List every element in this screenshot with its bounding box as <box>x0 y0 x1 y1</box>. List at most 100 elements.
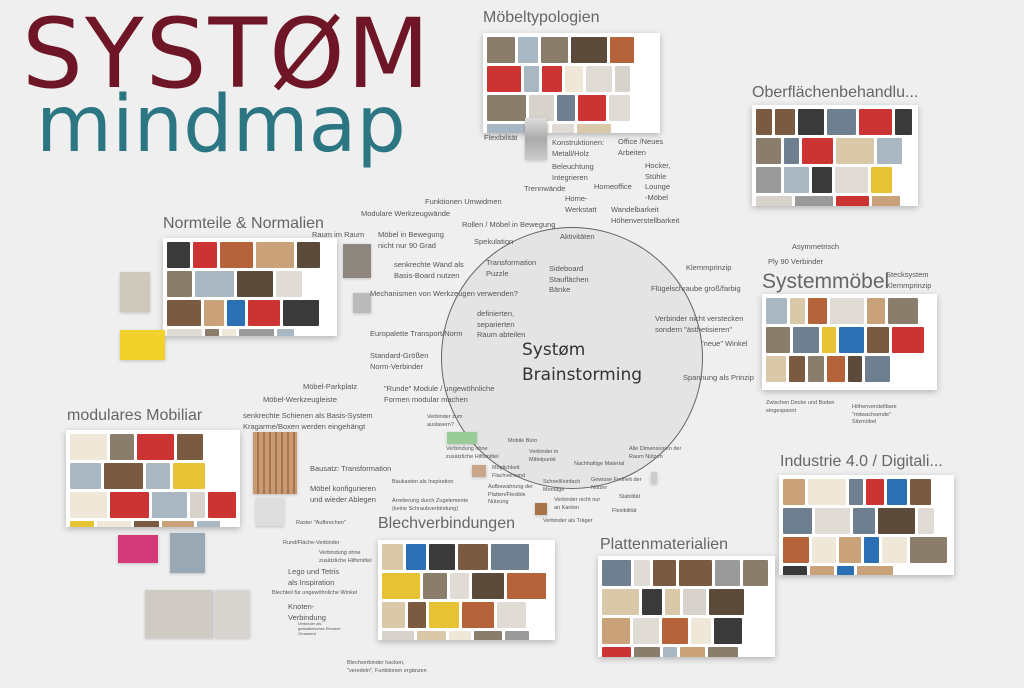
image-thumbnail[interactable] <box>867 327 889 353</box>
image-thumbnail[interactable] <box>542 66 562 92</box>
note[interactable]: Möbel konfigurieren und wieder Ablegen <box>310 484 376 504</box>
note[interactable]: "Runde" Module / ungewöhnliche Formen mo… <box>384 384 495 404</box>
image-thumbnail[interactable] <box>783 537 809 563</box>
image-thumbnail[interactable] <box>836 196 869 206</box>
image-board-plattenmaterialien[interactable] <box>598 556 775 657</box>
image-thumbnail[interactable] <box>586 66 612 92</box>
image-thumbnail[interactable] <box>662 618 688 644</box>
image-thumbnail[interactable] <box>423 573 447 599</box>
image-thumbnail[interactable] <box>193 242 217 268</box>
image-thumbnail[interactable] <box>227 300 245 326</box>
image-thumbnail[interactable] <box>190 492 205 518</box>
note[interactable]: Verbinder zum auslasern? <box>427 414 463 428</box>
note[interactable]: Klemmprinzip <box>686 263 732 272</box>
note[interactable]: Möbel-Werkzeugleiste <box>263 395 338 404</box>
image-thumbnail[interactable] <box>297 242 320 268</box>
image-thumbnail[interactable] <box>835 167 868 193</box>
image-thumbnail[interactable] <box>810 566 834 575</box>
image-thumbnail[interactable] <box>524 66 539 92</box>
image-thumbnail[interactable] <box>892 327 924 353</box>
image-thumbnail[interactable] <box>220 242 253 268</box>
image-thumbnail[interactable] <box>204 300 224 326</box>
image-thumbnail[interactable] <box>609 95 630 121</box>
image-thumbnail[interactable] <box>497 602 526 628</box>
heading-oberflaechen[interactable]: Oberflächenbehandlu... <box>752 84 919 101</box>
note[interactable]: Verbindung ohne zusätzliche Hilfsmittel <box>446 446 499 460</box>
image-thumbnail[interactable] <box>793 327 819 353</box>
image-thumbnail[interactable] <box>167 300 201 326</box>
image-thumbnail[interactable] <box>70 434 107 460</box>
image-thumbnail[interactable] <box>615 66 630 92</box>
image-thumbnail[interactable] <box>239 329 274 336</box>
image-thumbnail[interactable] <box>382 602 405 628</box>
image-thumbnail[interactable] <box>610 37 634 63</box>
image-thumbnail[interactable] <box>167 271 192 297</box>
image-thumbnail[interactable] <box>857 566 893 575</box>
note[interactable]: Beleuchtung Integrieren <box>552 162 594 182</box>
image-thumbnail[interactable] <box>602 647 631 657</box>
image-thumbnail[interactable] <box>541 37 568 63</box>
image-thumbnail[interactable] <box>683 589 706 615</box>
image-thumbnail[interactable] <box>487 37 515 63</box>
image-thumbnail[interactable] <box>642 589 662 615</box>
image-thumbnail[interactable] <box>849 479 863 505</box>
image-thumbnail[interactable] <box>97 521 131 527</box>
image-thumbnail[interactable] <box>578 95 606 121</box>
image-thumbnail[interactable] <box>110 492 149 518</box>
image-thumbnail[interactable] <box>208 492 236 518</box>
image-thumbnail[interactable] <box>691 618 711 644</box>
image-thumbnail[interactable] <box>458 544 488 570</box>
note[interactable]: Modulare Werkzeugwände <box>361 209 451 218</box>
note[interactable]: Nachhaltige Material <box>574 461 625 467</box>
image-thumbnail[interactable] <box>784 167 809 193</box>
note[interactable]: Blechteil für ungewöhnliche Winkel <box>272 590 357 596</box>
note[interactable]: Asymmetrisch <box>792 242 840 251</box>
image-thumbnail[interactable] <box>836 138 874 164</box>
image-board-oberflaechen[interactable] <box>752 105 918 206</box>
note[interactable]: Homeoffice <box>594 182 632 191</box>
image-board-normteile[interactable] <box>163 238 337 336</box>
image-thumbnail[interactable] <box>146 463 170 489</box>
note[interactable]: Raster "Aufbrechen" <box>296 520 346 526</box>
image-thumbnail[interactable] <box>789 356 805 382</box>
heading-industrie[interactable]: Industrie 4.0 / Digitali... <box>780 453 943 470</box>
image-thumbnail[interactable] <box>571 37 607 63</box>
image-thumbnail[interactable] <box>827 109 856 135</box>
image-thumbnail[interactable] <box>766 327 790 353</box>
image-thumbnail[interactable] <box>877 138 902 164</box>
image-thumbnail[interactable] <box>237 271 273 297</box>
image-thumbnail[interactable] <box>872 196 900 206</box>
image-thumbnail[interactable] <box>256 242 294 268</box>
image-thumbnail[interactable] <box>815 508 850 534</box>
image-thumbnail[interactable] <box>408 602 426 628</box>
image-thumbnail[interactable] <box>474 631 502 640</box>
heading-systemmoebel[interactable]: Systemmöbel <box>762 270 890 293</box>
note[interactable]: Gewisse Freiheit der Nützer <box>591 477 642 491</box>
image-thumbnail[interactable] <box>429 602 459 628</box>
image-thumbnail[interactable] <box>633 618 659 644</box>
image-thumbnail[interactable] <box>775 109 795 135</box>
image-thumbnail[interactable] <box>382 573 420 599</box>
note[interactable]: Flügelschraube groß/farbig <box>651 284 741 293</box>
image-thumbnail[interactable] <box>783 508 812 534</box>
image-raum[interactable] <box>343 244 371 278</box>
image-thumbnail[interactable] <box>679 560 712 586</box>
image-thumbnail[interactable] <box>910 537 947 563</box>
image-thumbnail[interactable] <box>784 138 799 164</box>
image-thumbnail[interactable] <box>783 479 805 505</box>
image-thumbnail[interactable] <box>429 544 455 570</box>
image-thumbnail[interactable] <box>867 298 885 324</box>
note[interactable]: Alle Dimensionen der Raum Nützen <box>629 446 682 460</box>
note[interactable]: Sideboard Stauflächen Bänke <box>549 264 589 294</box>
note[interactable]: Verbinder in Mittelpunkt <box>529 449 559 463</box>
image-thumbnail[interactable] <box>887 479 907 505</box>
heading-plattenmaterialien[interactable]: Plattenmaterialien <box>600 536 729 553</box>
image-thumbnail[interactable] <box>529 95 554 121</box>
note[interactable]: Trennwände <box>524 184 566 193</box>
image-thumbnail[interactable] <box>557 95 575 121</box>
image-thumbnail[interactable] <box>865 356 890 382</box>
image-thumbnail[interactable] <box>888 298 918 324</box>
note[interactable]: Flexibilität <box>484 133 518 142</box>
image-mechanism[interactable] <box>353 293 371 313</box>
image-thumbnail[interactable] <box>830 298 864 324</box>
